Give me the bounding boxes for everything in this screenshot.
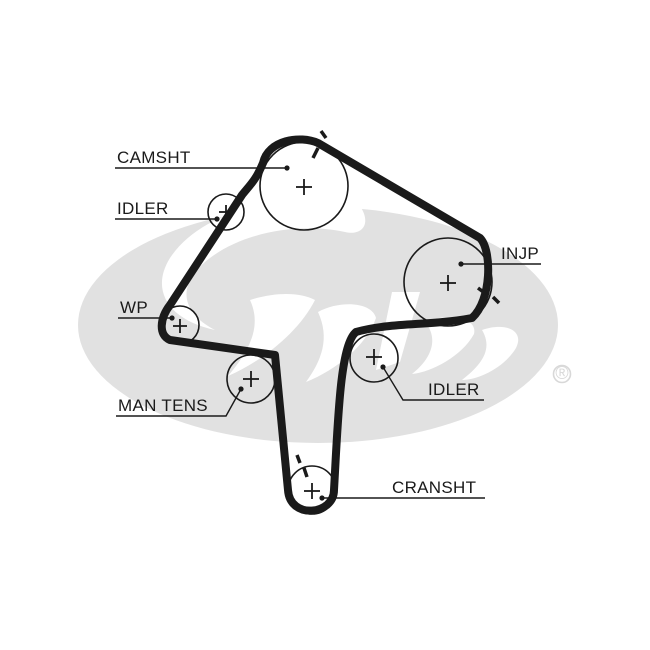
logo-s-letter <box>462 326 519 380</box>
labels: CAMSHT IDLER WP MAN TENS INJP IDLER CRAN… <box>117 148 539 497</box>
crank-center-plus-icon <box>304 483 320 499</box>
label-camsht: CAMSHT <box>117 148 191 167</box>
label-injp: INJP <box>501 244 539 263</box>
label-wp: WP <box>120 298 148 317</box>
registered-mark-text: ® <box>555 363 568 383</box>
injp-outer-mark <box>491 295 501 305</box>
camshaft-center-plus-icon <box>296 179 312 195</box>
idler-top-leader-dot <box>214 216 220 222</box>
cransht-leader-dot <box>319 495 325 501</box>
injp-leader-dot <box>458 261 464 267</box>
logo-t-letter <box>376 292 420 370</box>
idler-top-pulley <box>207 193 245 231</box>
timing-marks <box>295 129 501 478</box>
registered-mark-icon <box>552 364 572 384</box>
camsht-leader-dot <box>284 165 290 171</box>
label-idler-right: IDLER <box>428 380 480 399</box>
camshaft-outer-mark <box>319 129 328 140</box>
idler-top-center-plus-icon <box>219 205 233 219</box>
idler-right-leader <box>382 366 484 401</box>
label-cransht: CRANSHT <box>392 478 476 497</box>
idler-right-center-plus-icon <box>366 349 382 365</box>
camshaft-inner-mark <box>311 147 320 159</box>
logo-a-letter <box>306 304 376 382</box>
logo-e-letter <box>412 317 475 374</box>
label-man-tens: MAN TENS <box>118 396 208 415</box>
idler-right-leader-dot <box>380 364 386 370</box>
injp-center-plus-icon <box>440 275 456 291</box>
injection-pump-pulley <box>403 237 493 327</box>
crank-inner-mark <box>302 467 309 478</box>
man-tens-leader <box>116 388 242 417</box>
man-tens-center-plus-icon <box>243 371 259 387</box>
wp-leader-dot <box>169 315 175 321</box>
label-idler-top: IDLER <box>117 199 169 218</box>
wp-center-plus-icon <box>173 319 187 333</box>
crank-outer-mark <box>295 454 302 464</box>
leader-lines <box>115 165 541 501</box>
injp-inner-mark <box>476 286 488 296</box>
man-tens-leader-dot <box>238 386 244 392</box>
idler-right-pulley <box>349 333 399 383</box>
center-marks <box>173 179 456 499</box>
